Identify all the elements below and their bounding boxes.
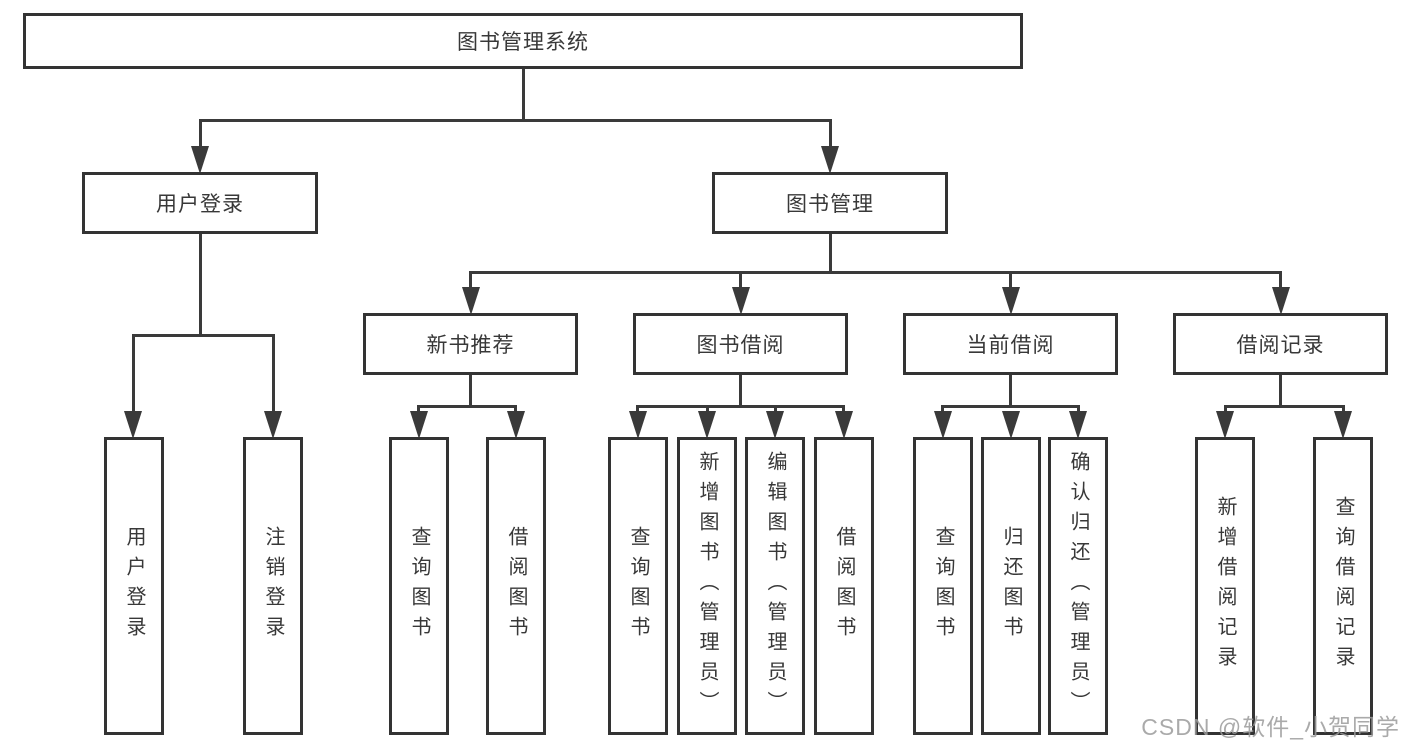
connector-line-vertical bbox=[1223, 404, 1227, 412]
node-new-book-recommend: 新书推荐 bbox=[363, 313, 578, 375]
connector-line-vertical bbox=[469, 375, 472, 408]
connector-line-vertical bbox=[198, 233, 202, 337]
arrow-down-icon bbox=[461, 287, 480, 315]
arrow-down-icon bbox=[698, 411, 716, 439]
connector-line-horizontal bbox=[636, 404, 845, 408]
connector-line-vertical bbox=[514, 404, 517, 412]
connector-line-vertical bbox=[739, 375, 742, 408]
arrow-down-icon bbox=[1069, 411, 1087, 439]
leaf-query-borrow-record: 查询借阅记录 bbox=[1313, 437, 1373, 735]
connector-line-vertical bbox=[521, 68, 525, 122]
connector-line-vertical bbox=[828, 233, 832, 274]
node-borrowing-records: 借阅记录 bbox=[1173, 313, 1388, 375]
connector-line-vertical bbox=[1341, 404, 1345, 412]
connector-line-horizontal bbox=[198, 118, 832, 122]
arrow-down-icon bbox=[1216, 411, 1234, 439]
leaf-add-borrow-record: 新增借阅记录 bbox=[1195, 437, 1255, 735]
csdn-watermark: CSDN @软件_小贺同学 bbox=[1141, 714, 1400, 740]
connector-line-vertical bbox=[469, 270, 472, 287]
connector-line-horizontal bbox=[1223, 404, 1345, 408]
arrow-down-icon bbox=[766, 411, 784, 439]
node-book-management: 图书管理 bbox=[712, 172, 948, 234]
arrow-down-icon bbox=[1001, 287, 1020, 315]
arrow-down-icon bbox=[191, 146, 209, 174]
connector-line-vertical bbox=[1009, 375, 1012, 408]
connector-line-vertical bbox=[739, 270, 742, 287]
leaf-query-books-borrowing: 查询图书 bbox=[608, 437, 668, 735]
arrow-down-icon bbox=[124, 411, 142, 439]
connector-line-vertical bbox=[842, 404, 845, 412]
connector-line-vertical bbox=[773, 404, 777, 412]
connector-line-vertical bbox=[705, 404, 709, 412]
leaf-edit-books-admin: 编辑图书（管理员） bbox=[745, 437, 805, 735]
arrow-down-icon bbox=[1334, 411, 1352, 439]
leaf-add-books-admin: 新增图书（管理员） bbox=[677, 437, 737, 735]
leaf-user-login: 用户登录 bbox=[104, 437, 164, 735]
leaf-confirm-return-admin: 确认归还（管理员） bbox=[1048, 437, 1108, 735]
connector-line-vertical bbox=[417, 404, 420, 412]
leaf-query-books-recommend: 查询图书 bbox=[389, 437, 449, 735]
arrow-down-icon bbox=[821, 146, 839, 174]
arrow-down-icon bbox=[264, 411, 282, 439]
leaf-borrow-books-recommend: 借阅图书 bbox=[486, 437, 546, 735]
arrow-down-icon bbox=[731, 287, 750, 315]
arrow-down-icon bbox=[628, 411, 647, 439]
leaf-query-books-current: 查询图书 bbox=[913, 437, 973, 735]
node-book-borrowing: 图书借阅 bbox=[633, 313, 848, 375]
leaf-logout: 注销登录 bbox=[243, 437, 303, 735]
connector-line-vertical bbox=[131, 333, 135, 412]
node-root: 图书管理系统 bbox=[23, 13, 1023, 69]
connector-line-horizontal bbox=[417, 404, 517, 408]
connector-line-vertical bbox=[271, 333, 275, 412]
connector-line-vertical bbox=[1076, 404, 1080, 412]
node-user-login: 用户登录 bbox=[82, 172, 318, 234]
arrow-down-icon bbox=[409, 411, 428, 439]
leaf-borrow-books-borrowing: 借阅图书 bbox=[814, 437, 874, 735]
connector-line-vertical bbox=[1279, 375, 1282, 408]
arrow-down-icon bbox=[1001, 411, 1020, 439]
leaf-return-books: 归还图书 bbox=[981, 437, 1041, 735]
arrow-down-icon bbox=[506, 411, 525, 439]
connector-line-vertical bbox=[198, 118, 202, 146]
connector-line-horizontal bbox=[469, 270, 1282, 274]
connector-line-vertical bbox=[636, 404, 639, 412]
connector-line-vertical bbox=[1009, 270, 1012, 287]
node-current-borrowing: 当前借阅 bbox=[903, 313, 1118, 375]
arrow-down-icon bbox=[1271, 287, 1290, 315]
connector-line-horizontal bbox=[131, 333, 275, 337]
arrow-down-icon bbox=[834, 411, 853, 439]
arrow-down-icon bbox=[933, 411, 952, 439]
connector-line-vertical bbox=[828, 118, 832, 146]
connector-line-horizontal bbox=[941, 404, 1080, 408]
connector-line-vertical bbox=[941, 404, 944, 412]
connector-line-vertical bbox=[1279, 270, 1282, 287]
